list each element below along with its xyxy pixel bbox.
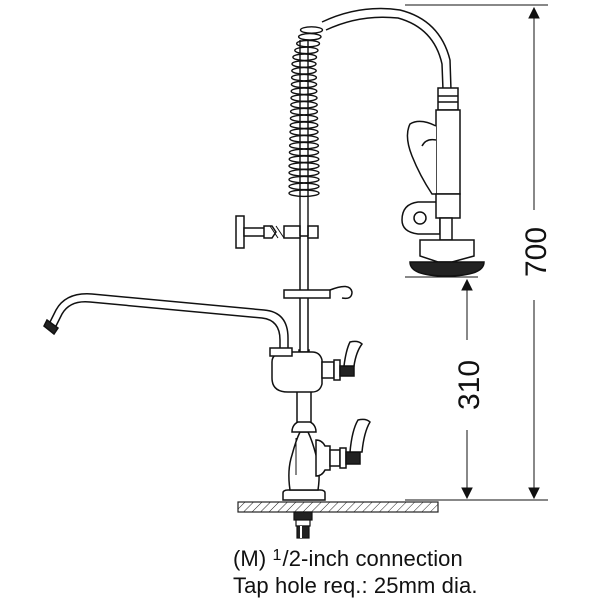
lower-valve xyxy=(315,418,371,477)
spray-height-label: 310 xyxy=(453,360,486,410)
dimension-lines xyxy=(405,4,548,501)
spray-head xyxy=(401,87,485,277)
countertop xyxy=(237,501,439,513)
tap-hole-caption: Tap hole req.: 25mm dia. xyxy=(233,573,478,598)
overall-height-label: 700 xyxy=(520,227,553,277)
wall-bracket xyxy=(235,215,319,249)
flexible-hose xyxy=(321,7,452,91)
fraction-numerator: 1 xyxy=(272,547,282,564)
connection-caption: (M) 1/2-inch connection xyxy=(233,546,463,571)
upper-valve xyxy=(269,340,363,393)
spray-hook xyxy=(283,285,353,300)
swivel-spout xyxy=(43,293,289,348)
spring-coil xyxy=(288,26,324,236)
main-pillar xyxy=(296,235,312,423)
threaded-connection xyxy=(293,511,313,539)
